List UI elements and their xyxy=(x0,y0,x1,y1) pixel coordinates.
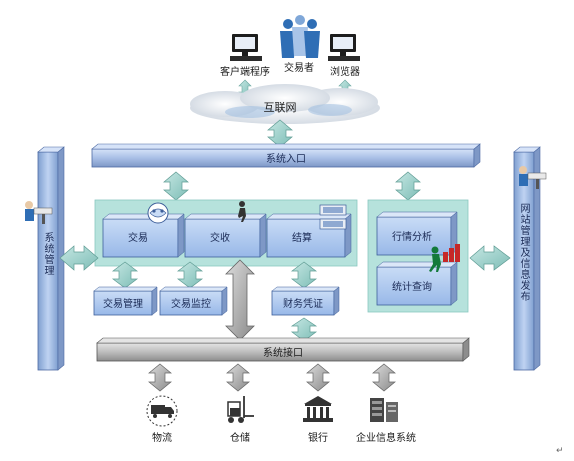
settlement-device-icon xyxy=(319,204,347,230)
bank-label: 银行 xyxy=(308,431,328,444)
market-analysis-module xyxy=(376,211,458,256)
internet-label: 互联网 xyxy=(264,101,297,114)
bank-building-icon xyxy=(303,396,333,422)
browser-label: 浏览器 xyxy=(330,65,360,78)
arrow-voucher-interface xyxy=(290,317,318,342)
trade-module xyxy=(102,213,185,258)
delivery-module xyxy=(184,213,267,258)
arrow-cloud-entry xyxy=(267,119,293,148)
system-entry-bar xyxy=(91,143,481,168)
settlement-label: 结算 xyxy=(292,231,312,244)
admin-person-right-icon xyxy=(519,166,547,189)
website-management-pillar xyxy=(513,146,541,371)
analyst-chart-icon xyxy=(429,244,460,272)
logistics-label: 物流 xyxy=(152,431,172,444)
trade-monitoring-module xyxy=(159,286,228,316)
system-entry-label: 系统入口 xyxy=(266,152,306,165)
admin-person-left-icon xyxy=(25,201,53,224)
arrow-entry-core xyxy=(163,171,189,201)
arrow-delivery-interface xyxy=(225,259,255,341)
arrow-interface-enterprise xyxy=(372,363,396,392)
website-management-label: 网站管理及信息发布 xyxy=(518,203,529,302)
system-interface-label: 系统接口 xyxy=(263,346,303,359)
client-program-label: 客户端程序 xyxy=(220,65,270,78)
traders-icon xyxy=(280,15,320,58)
client-computer-icon xyxy=(230,34,262,61)
enterprise-info-label: 企业信息系统 xyxy=(356,431,416,444)
trade-monitoring-label: 交易监控 xyxy=(171,297,211,310)
handshake-globe-icon xyxy=(147,202,169,224)
trade-label: 交易 xyxy=(128,231,148,244)
system-interface-bar xyxy=(96,337,470,362)
delivery-label: 交收 xyxy=(210,231,230,244)
financial-voucher-label: 财务凭证 xyxy=(283,297,323,310)
walking-person-icon xyxy=(238,201,246,222)
internet-cloud-icon xyxy=(190,84,380,124)
market-analysis-label: 行情分析 xyxy=(392,230,432,243)
system-management-label: 系统管理 xyxy=(42,232,53,276)
arrow-interface-warehousing xyxy=(226,363,250,392)
financial-voucher-module xyxy=(271,286,340,316)
arrow-interface-logistics xyxy=(148,363,172,392)
arrow-left-pillar-core xyxy=(59,245,99,271)
trade-management-module xyxy=(93,286,158,316)
arrow-entry-analysis xyxy=(395,171,421,201)
stat-query-module xyxy=(376,261,458,306)
arrow-analysis-right-pillar xyxy=(469,245,511,271)
corner-mark: ↵ xyxy=(556,446,564,456)
traders-label: 交易者 xyxy=(284,61,314,74)
logistics-truck-icon xyxy=(146,395,178,427)
enterprise-server-icon xyxy=(370,398,398,422)
arrow-interface-bank xyxy=(306,363,330,392)
stat-query-label: 统计查询 xyxy=(392,280,432,293)
trade-management-label: 交易管理 xyxy=(103,297,143,310)
forklift-icon xyxy=(227,396,254,423)
browser-computer-icon xyxy=(328,34,360,61)
warehousing-label: 仓储 xyxy=(230,431,250,444)
